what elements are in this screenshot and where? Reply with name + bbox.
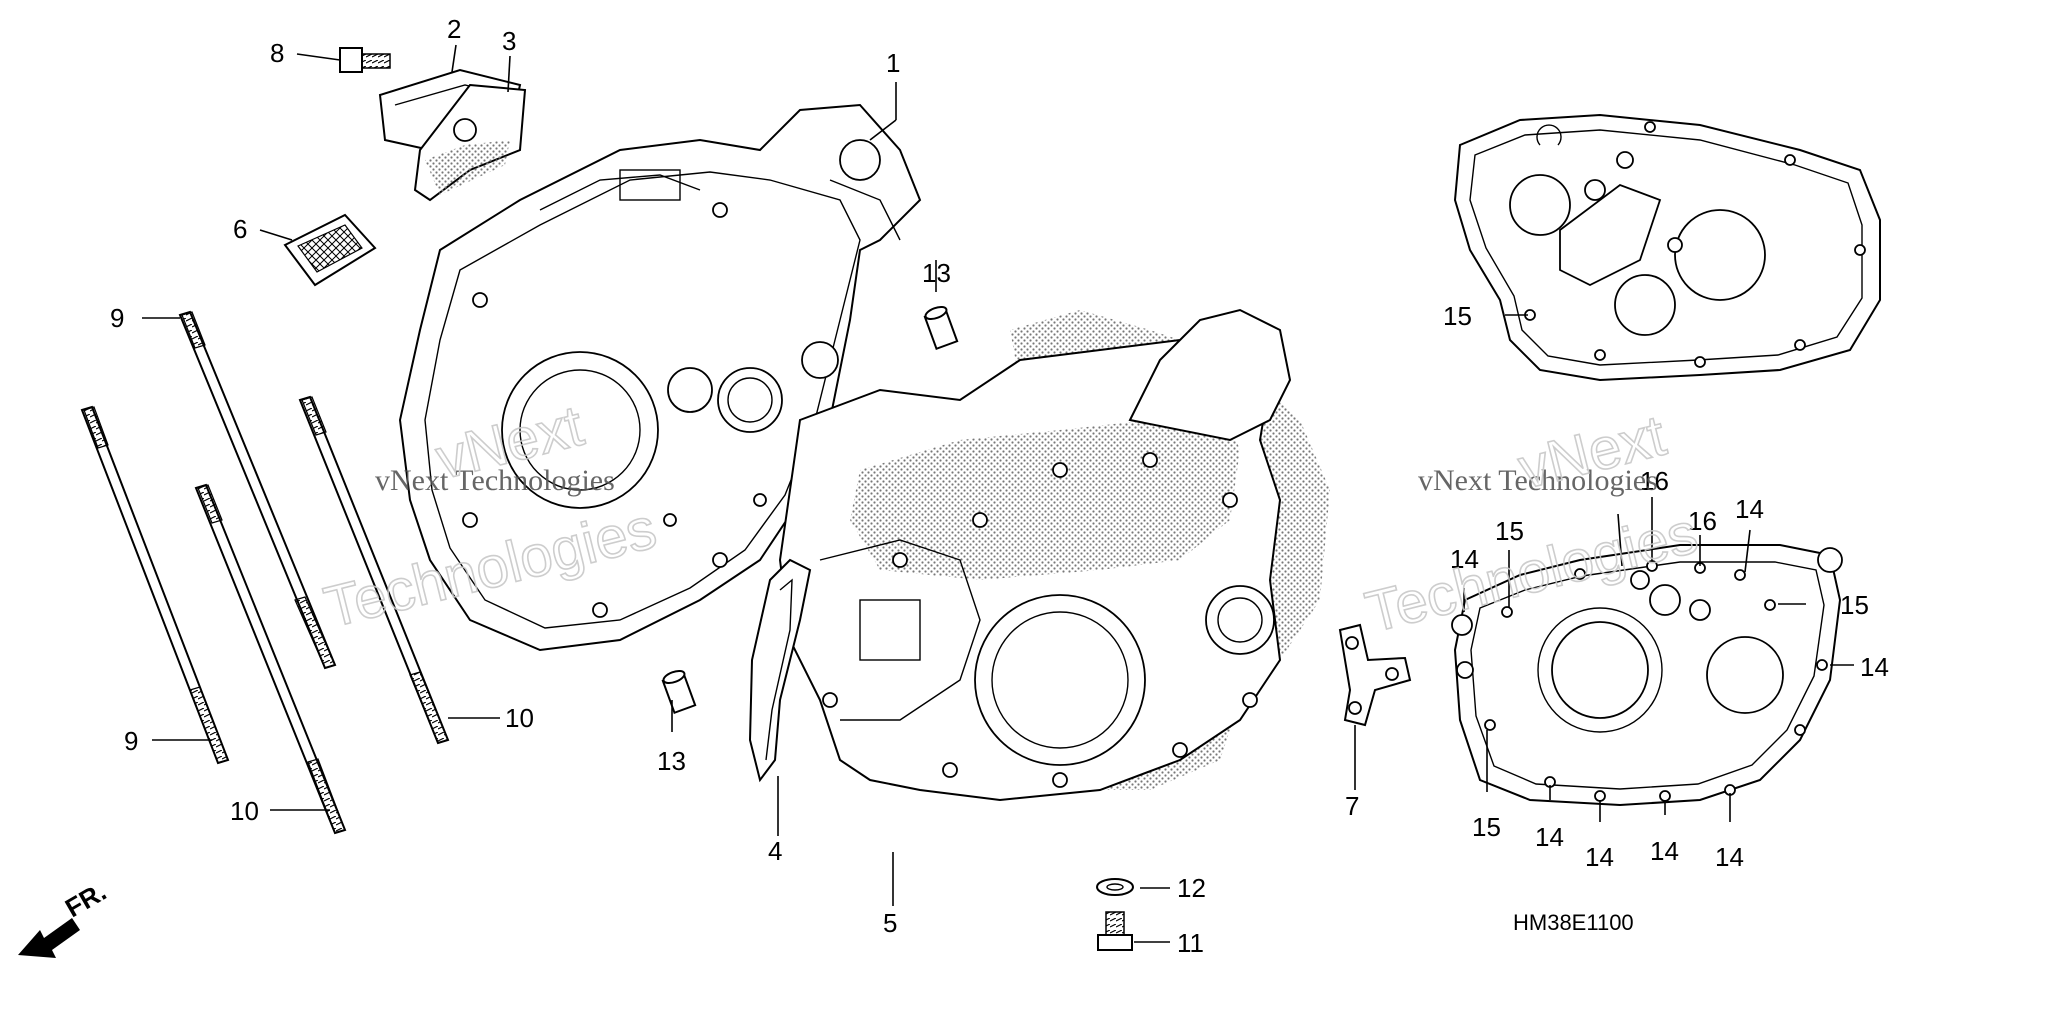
callout-9-lower: 9 xyxy=(124,726,138,756)
callout-11: 11 xyxy=(1177,928,1204,958)
callout-14-right: 14 xyxy=(1860,652,1889,682)
callout-15-lower: 15 xyxy=(1472,812,1501,842)
callout-10-right: 10 xyxy=(505,703,534,733)
callout-labels: 1 2 3 4 5 6 7 8 9 9 10 10 11 12 13 13 14… xyxy=(110,14,1889,958)
sealing-washer-part-12 xyxy=(1096,878,1134,896)
callout-14-left: 14 xyxy=(1450,544,1479,574)
crankcase-gasket-part xyxy=(748,558,812,783)
stud-bolt-part-9-short xyxy=(80,405,230,765)
callout-10-left: 10 xyxy=(230,796,259,826)
callout-5: 5 xyxy=(883,908,897,938)
leader-lines xyxy=(142,44,1854,943)
callout-16-left: 16 xyxy=(1640,466,1669,496)
cover-gasket-part-top xyxy=(1453,113,1881,382)
callout-3: 3 xyxy=(502,26,516,56)
bracket-part-7 xyxy=(1338,623,1412,727)
callout-9-upper: 9 xyxy=(110,303,124,333)
callout-6: 6 xyxy=(233,214,247,244)
callout-13-upper: 13 xyxy=(922,258,951,288)
callout-2: 2 xyxy=(447,14,461,44)
right-crankcase-part xyxy=(778,308,1330,802)
strainer-screen-part-6 xyxy=(283,213,377,287)
callout-15-top-gasket: 15 xyxy=(1443,301,1472,331)
callout-7: 7 xyxy=(1345,791,1359,821)
oil-separator-part-3 xyxy=(413,83,527,202)
callout-14-bottom-4: 14 xyxy=(1715,842,1744,872)
stud-bolt-part-9-long xyxy=(178,310,337,670)
watermark-text-right: vNext Technologies xyxy=(1418,464,1658,497)
callout-13-lower: 13 xyxy=(657,746,686,776)
callout-14-bottom-3: 14 xyxy=(1650,836,1679,866)
bolt-part-8 xyxy=(339,47,391,73)
callout-14-top: 14 xyxy=(1735,494,1764,524)
cover-gasket-part-bottom xyxy=(1451,544,1843,807)
stud-bolt-part-10-a xyxy=(298,395,450,745)
dowel-pin-part-13-upper xyxy=(923,305,959,351)
callout-12: 12 xyxy=(1177,873,1206,903)
callout-15-right: 15 xyxy=(1840,590,1869,620)
callout-4: 4 xyxy=(768,836,782,866)
front-direction-label: FR. xyxy=(60,876,111,923)
dowel-pin-part-13-lower xyxy=(661,669,697,715)
drain-bolt-part-11 xyxy=(1097,911,1133,951)
drawing-code: HM38E1100 xyxy=(1513,910,1634,935)
watermark-text-left: vNext Technologies xyxy=(375,464,615,497)
callout-15-upper: 15 xyxy=(1495,516,1524,546)
stud-bolt-part-10-b xyxy=(194,483,347,835)
callout-16-right: 16 xyxy=(1688,506,1717,536)
callout-14-bottom-1: 14 xyxy=(1535,822,1564,852)
front-direction-arrow-icon: FR. xyxy=(18,876,111,958)
callout-8: 8 xyxy=(270,38,284,68)
callout-14-bottom-2: 14 xyxy=(1585,842,1614,872)
callout-1: 1 xyxy=(886,48,900,78)
